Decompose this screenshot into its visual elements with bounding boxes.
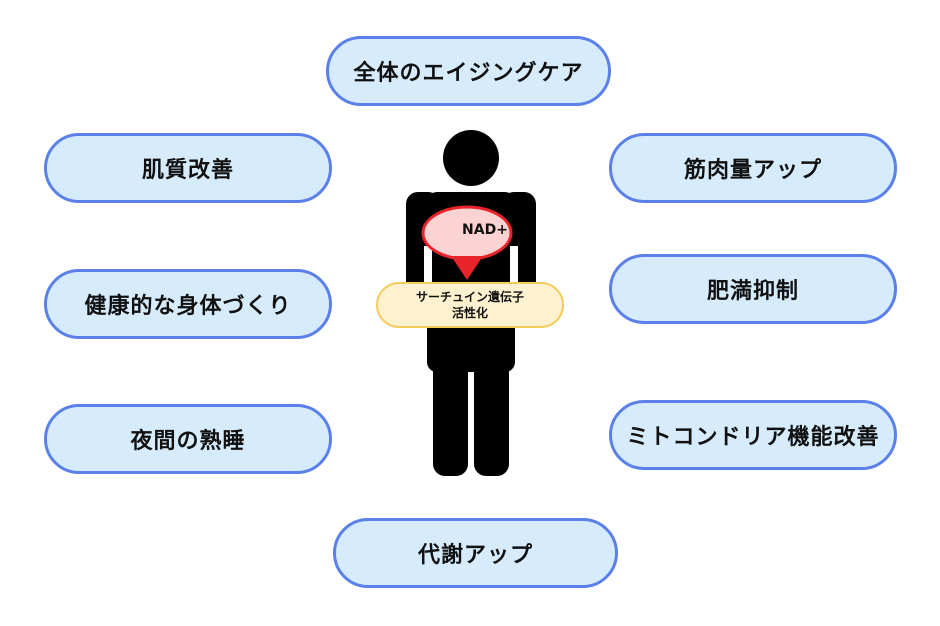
benefit-healthy-body-label: 健康的な身体づくり	[84, 294, 292, 319]
benefit-obesity-control-label: 肥満抑制	[706, 279, 799, 304]
benefit-skin-improvement-label: 肌質改善	[141, 158, 234, 183]
sirtuin-gene-line1: サーチュイン遺伝子	[415, 290, 524, 304]
benefit-aging-care-label: 全体のエイジングケア	[353, 61, 584, 86]
sirtuin-gene-badge: サーチュイン遺伝子 活性化	[376, 282, 564, 328]
sirtuin-gene-line2: 活性化	[451, 306, 488, 320]
figure-right-leg	[474, 320, 509, 476]
nad-bubble-pointer	[451, 256, 483, 280]
benefit-muscle-gain: 筋肉量アップ	[609, 133, 897, 203]
benefit-mitochondria-label: ミトコンドリア機能改善	[626, 425, 880, 450]
benefit-muscle-gain-label: 筋肉量アップ	[683, 158, 822, 183]
figure-left-leg	[433, 320, 468, 476]
figure-right-gap	[510, 246, 518, 286]
benefit-healthy-body: 健康的な身体づくり	[44, 269, 332, 339]
benefit-metabolism-up: 代謝アップ	[333, 518, 618, 588]
benefit-metabolism-up-label: 代謝アップ	[417, 543, 533, 568]
benefit-skin-improvement: 肌質改善	[44, 133, 332, 203]
benefit-deep-sleep-label: 夜間の熟睡	[130, 429, 246, 454]
benefit-deep-sleep: 夜間の熟睡	[44, 404, 332, 474]
benefit-obesity-control: 肥満抑制	[609, 254, 897, 324]
benefit-aging-care: 全体のエイジングケア	[326, 36, 611, 106]
figure-head	[443, 130, 499, 186]
benefit-mitochondria: ミトコンドリア機能改善	[609, 400, 897, 470]
figure-left-gap	[424, 246, 432, 286]
nad-label: NAD+	[462, 222, 508, 238]
